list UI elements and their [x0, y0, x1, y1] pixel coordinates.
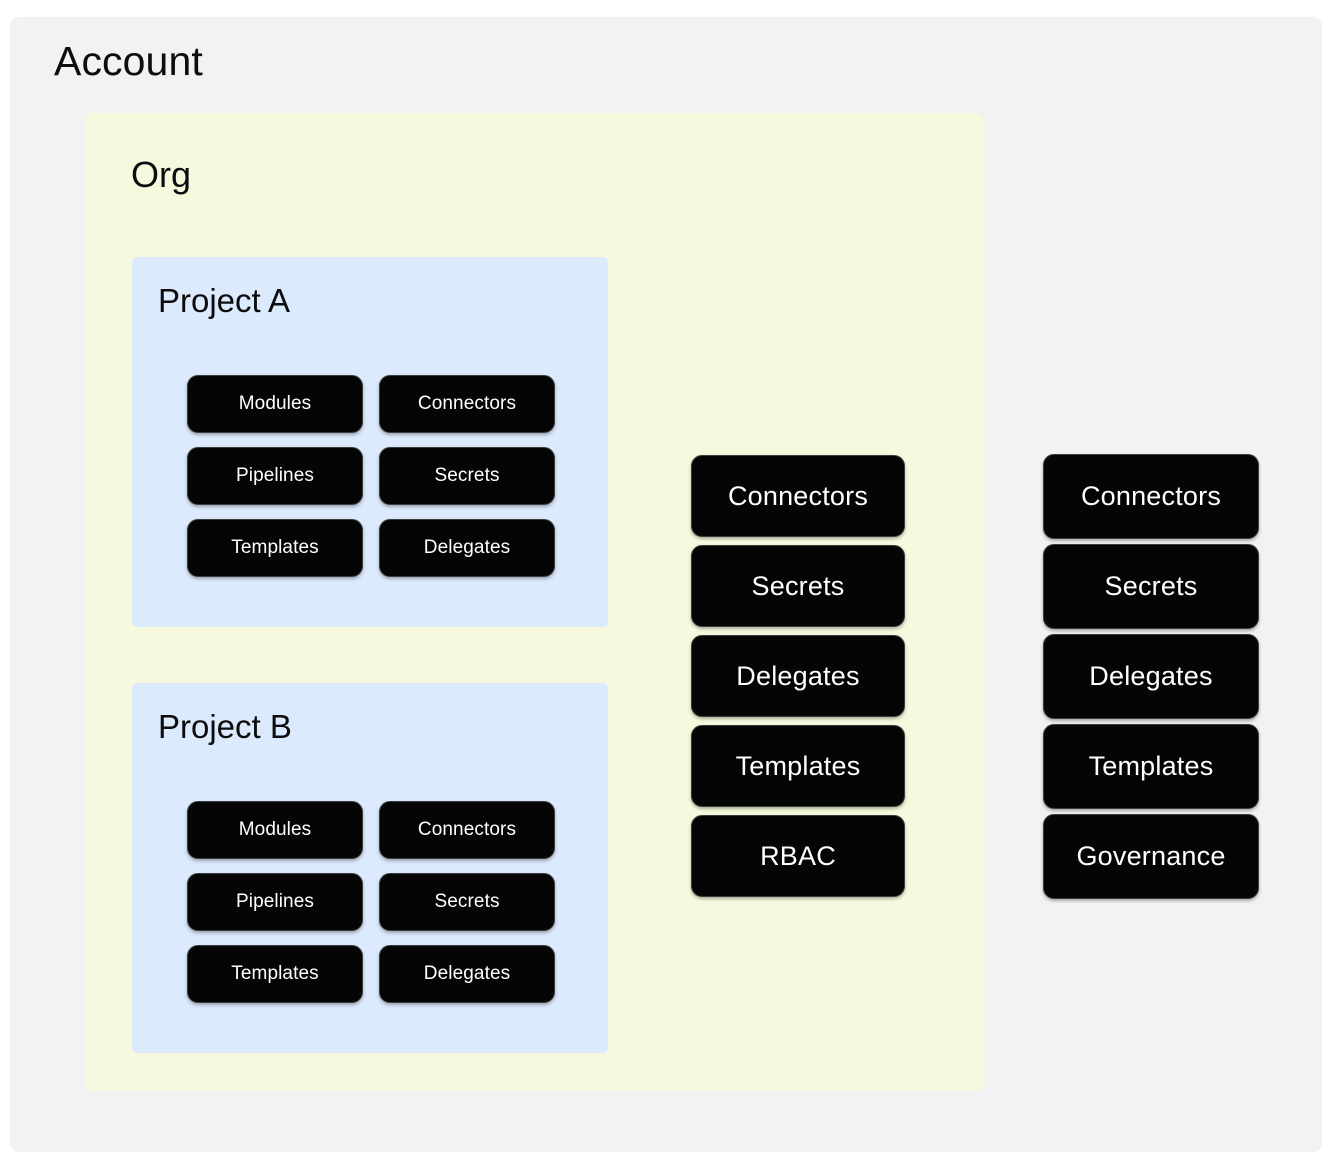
account-resource-governance[interactable]: Governance [1043, 814, 1259, 899]
project-b-resource-pipelines[interactable]: Pipelines [187, 873, 363, 931]
project-a-title: Project A [158, 282, 291, 319]
org-resource-delegates[interactable]: Delegates [691, 635, 905, 717]
project-a-resource-grid: Modules Connectors Pipelines Secrets Tem… [187, 375, 555, 577]
project-a-resource-modules[interactable]: Modules [187, 375, 363, 433]
project-a-container: Project A Modules Connectors Pipelines S… [132, 257, 608, 627]
account-scope-container: Account Org Project A Modules Connectors… [10, 17, 1322, 1152]
project-b-resource-connectors[interactable]: Connectors [379, 801, 555, 859]
account-scope-title: Account [54, 38, 203, 84]
project-b-resource-delegates[interactable]: Delegates [379, 945, 555, 1003]
org-scope-title: Org [131, 154, 192, 195]
account-resource-delegates[interactable]: Delegates [1043, 634, 1259, 719]
project-a-resource-secrets[interactable]: Secrets [379, 447, 555, 505]
project-a-resource-delegates[interactable]: Delegates [379, 519, 555, 577]
org-resource-rbac[interactable]: RBAC [691, 815, 905, 897]
org-resource-connectors[interactable]: Connectors [691, 455, 905, 537]
project-b-container: Project B Modules Connectors Pipelines S… [132, 683, 608, 1053]
account-resource-templates[interactable]: Templates [1043, 724, 1259, 809]
project-b-title: Project B [158, 708, 292, 745]
project-a-resource-pipelines[interactable]: Pipelines [187, 447, 363, 505]
account-resource-connectors[interactable]: Connectors [1043, 454, 1259, 539]
org-resource-secrets[interactable]: Secrets [691, 545, 905, 627]
project-b-resource-secrets[interactable]: Secrets [379, 873, 555, 931]
project-b-resource-modules[interactable]: Modules [187, 801, 363, 859]
account-resource-secrets[interactable]: Secrets [1043, 544, 1259, 629]
account-resource-stack: Connectors Secrets Delegates Templates G… [1043, 454, 1259, 899]
project-b-resource-templates[interactable]: Templates [187, 945, 363, 1003]
org-resource-templates[interactable]: Templates [691, 725, 905, 807]
project-b-resource-grid: Modules Connectors Pipelines Secrets Tem… [187, 801, 555, 1003]
project-a-resource-templates[interactable]: Templates [187, 519, 363, 577]
project-a-resource-connectors[interactable]: Connectors [379, 375, 555, 433]
org-resource-stack: Connectors Secrets Delegates Templates R… [691, 455, 905, 897]
